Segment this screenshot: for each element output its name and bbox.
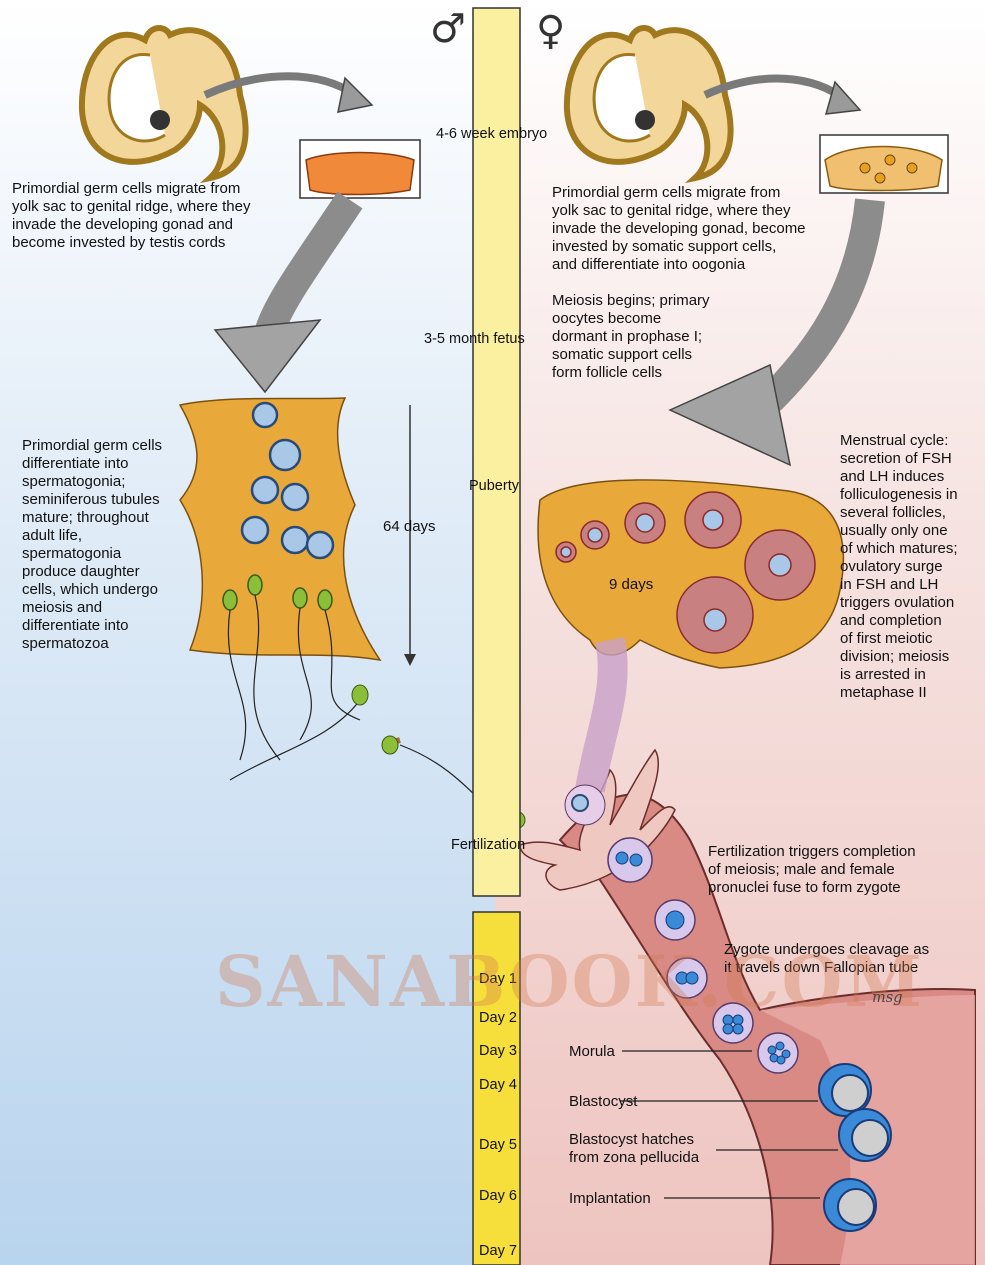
fertilization-text: Fertilization triggers completion of mei… [708, 843, 916, 897]
timeline-day-7: Day 7 [474, 1243, 522, 1259]
male-embryo-illustration [82, 28, 246, 178]
male-symbol: ♂ [430, 6, 466, 52]
timeline-stage-puberty: Puberty [469, 478, 519, 495]
timeline-stage-embryo: 4-6 week embryo [436, 126, 547, 143]
female-meiosis-text: Meiosis begins; primary oocytes become d… [552, 292, 710, 382]
seminiferous-tubule [180, 398, 380, 660]
timeline-stage-fetus: 3-5 month fetus [424, 331, 525, 348]
watermark: SANABOOK.COM [215, 940, 924, 1023]
hatching-label: Blastocyst hatches from zona pellucida [569, 1131, 699, 1167]
timeline-day-6: Day 6 [474, 1188, 522, 1204]
male-migration-text: Primordial germ cells migrate from yolk … [12, 180, 250, 252]
artist-signature: msg [872, 990, 902, 1007]
male-spermatogenesis-text: Primordial germ cells differentiate into… [22, 437, 162, 653]
female-gonad-illustration [820, 135, 948, 193]
female-embryo-illustration [567, 28, 731, 178]
morula-label: Morula [569, 1043, 615, 1061]
blastocyst-label: Blastocyst [569, 1093, 637, 1111]
female-migration-text: Primordial germ cells migrate from yolk … [552, 184, 806, 274]
timeline-day-4: Day 4 [474, 1077, 522, 1093]
female-duration-label: 9 days [609, 576, 653, 593]
ovulated-oocyte-stream [590, 640, 613, 790]
male-gonad-illustration [300, 140, 420, 198]
implantation-label: Implantation [569, 1190, 651, 1208]
timeline-stage-fertilization: Fertilization [451, 837, 525, 854]
female-symbol: ♀ [536, 8, 565, 54]
timeline-day-5: Day 5 [474, 1137, 522, 1153]
timeline-day-3: Day 3 [474, 1043, 522, 1059]
male-duration-label: 64 days [383, 518, 436, 535]
female-menstrual-text: Menstrual cycle: secretion of FSH and LH… [840, 432, 958, 702]
male-large-arrow-1 [270, 200, 350, 330]
